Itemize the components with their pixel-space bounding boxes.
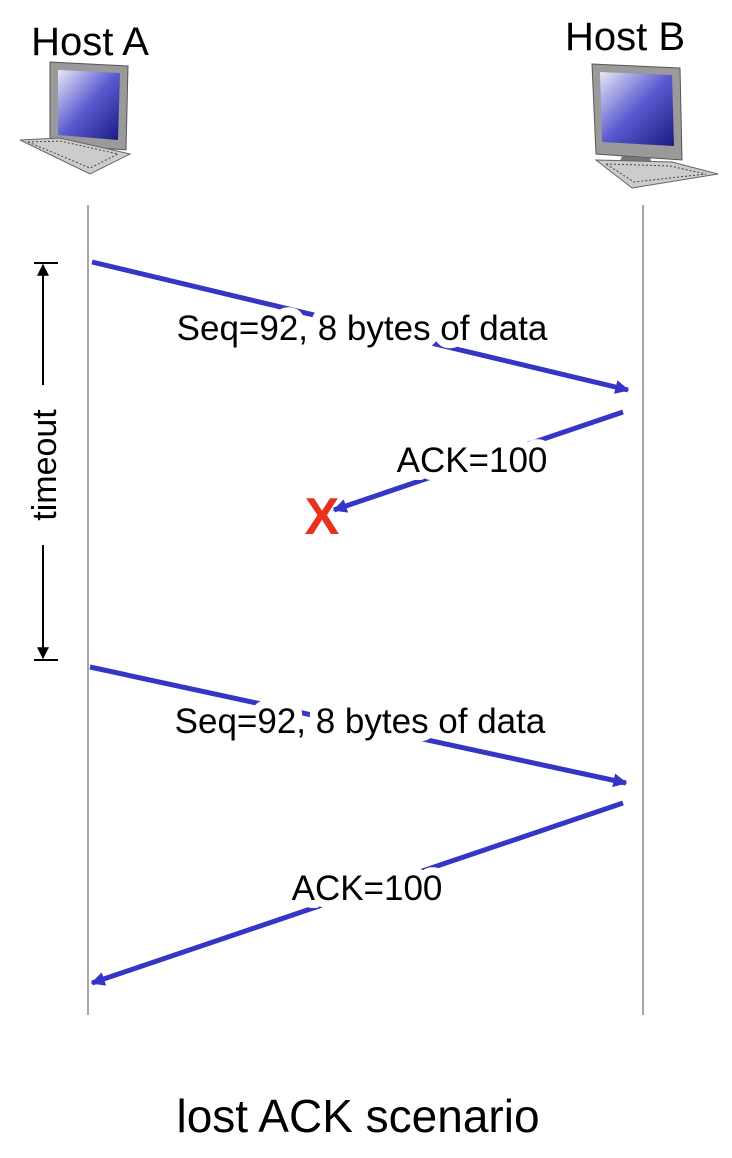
seq-arrow-1	[91, 259, 630, 394]
timeout-bracket: timeout	[26, 262, 64, 661]
ack-label-2: ACK=100	[292, 869, 443, 908]
computer-icon-host-b	[591, 63, 719, 189]
host-b-label: Host B	[565, 15, 685, 59]
computer-icon-host-a	[19, 61, 132, 175]
loss-x-icon: X	[305, 488, 340, 546]
diagram-caption: lost ACK scenario	[176, 1090, 539, 1142]
ack-label-lost: ACK=100	[397, 441, 548, 480]
seq-arrow-2	[89, 664, 628, 788]
seq-label-2: Seq=92, 8 bytes of data	[175, 702, 546, 741]
host-a-label: Host A	[31, 20, 149, 64]
ack-arrow-lost	[332, 409, 624, 513]
seq-label-1: Seq=92, 8 bytes of data	[177, 309, 548, 348]
ack-arrow-2	[90, 800, 624, 986]
timeout-label: timeout	[26, 409, 64, 521]
